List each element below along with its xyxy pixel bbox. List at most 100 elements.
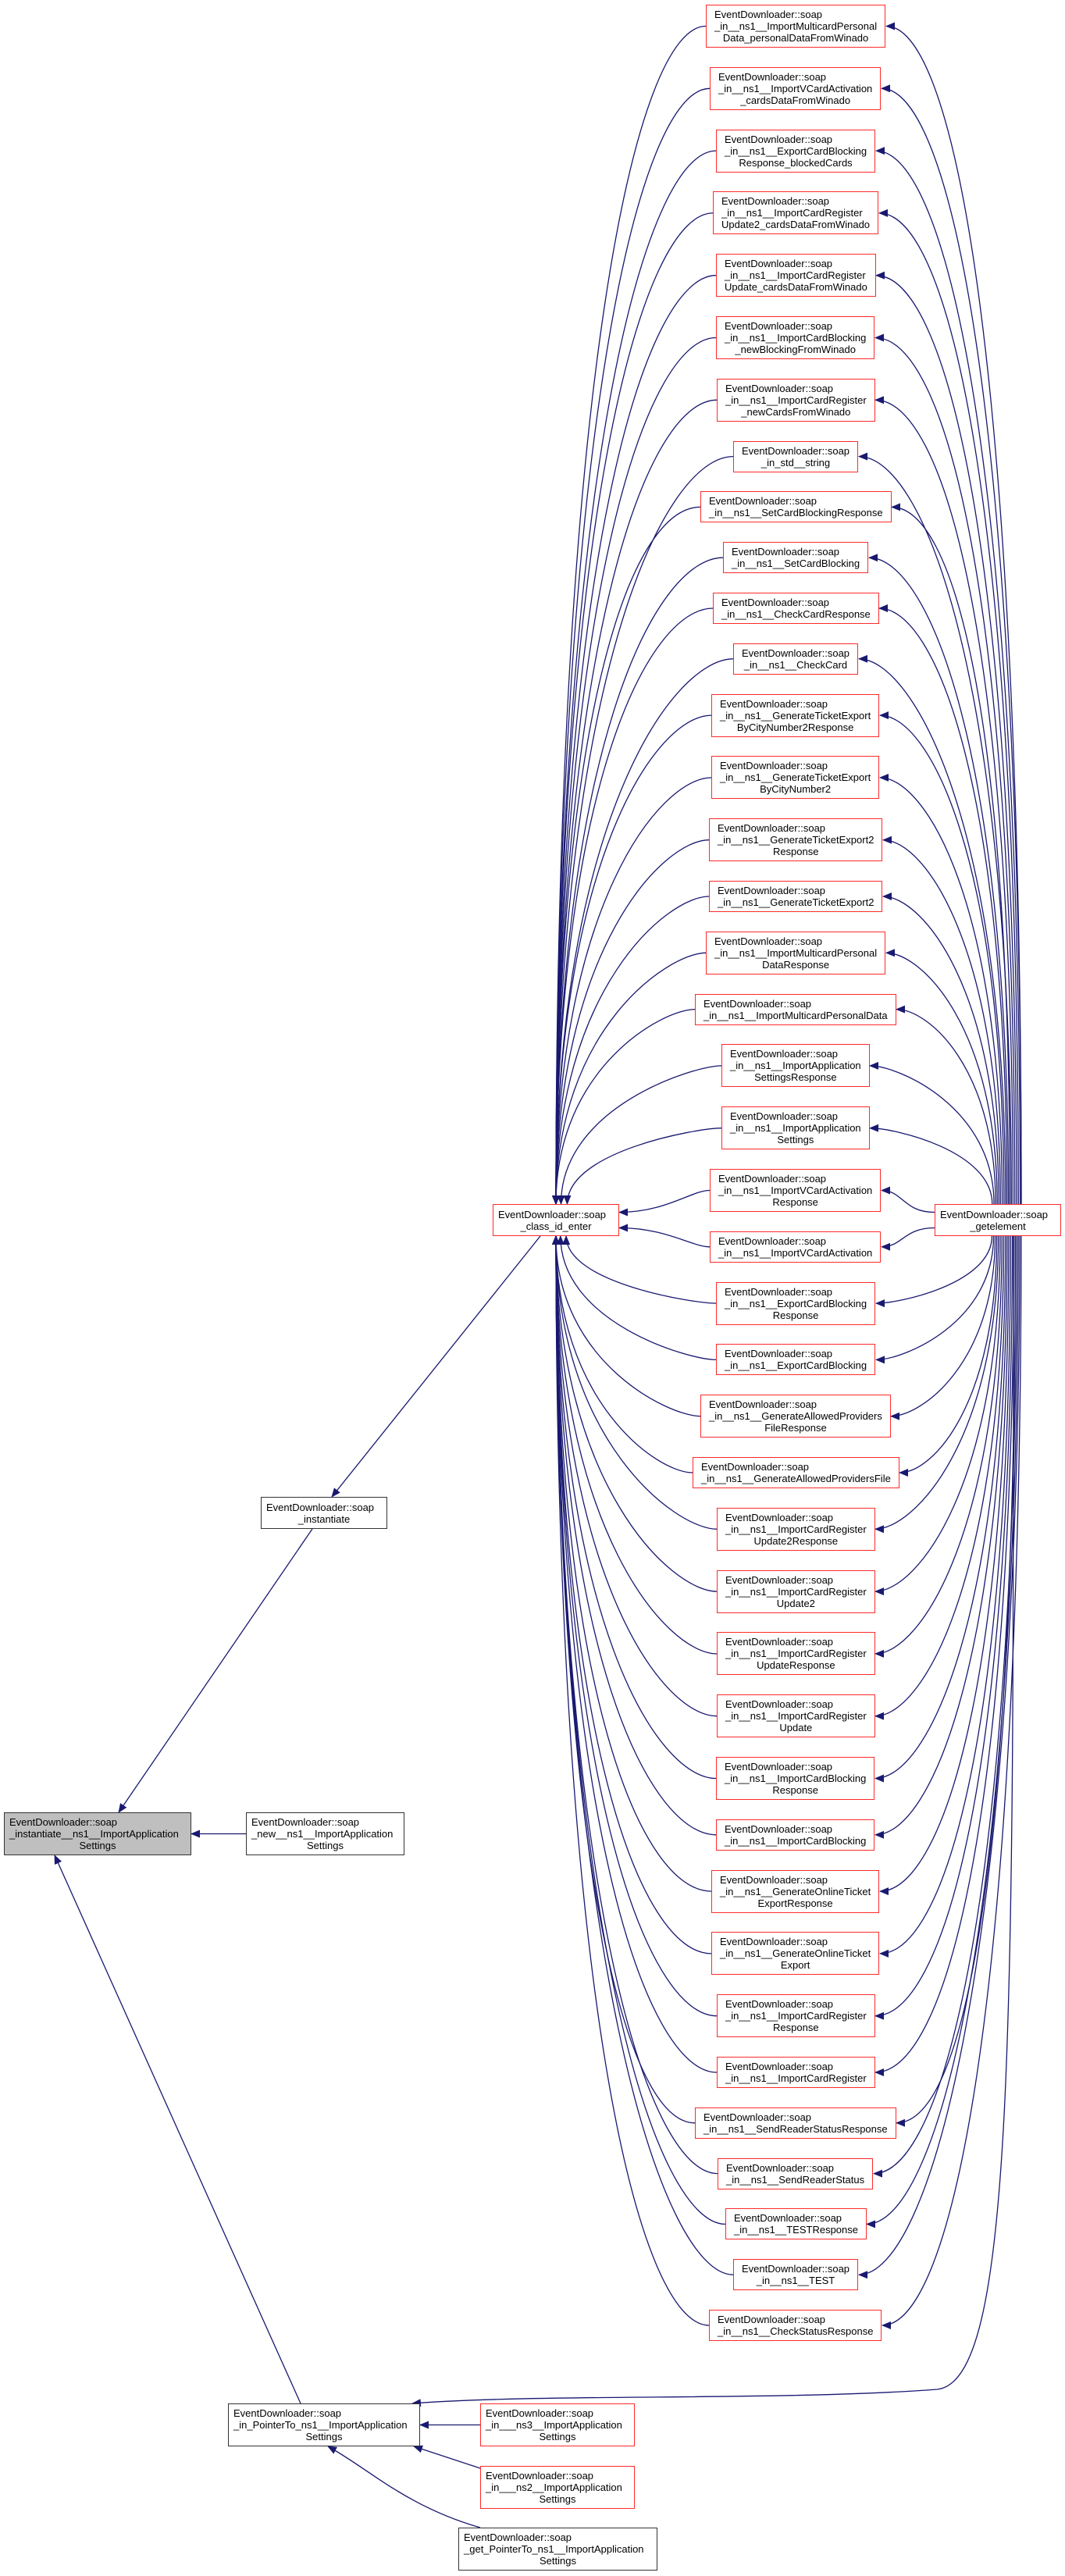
graph-node-column[interactable]: EventDownloader::soap_in__ns1__TESTRespo… xyxy=(725,2208,867,2240)
call-edge xyxy=(890,1235,996,1420)
call-edge xyxy=(552,337,717,1205)
graph-node-column[interactable]: EventDownloader::soap_in__ns1__ImportVCa… xyxy=(710,1231,882,1263)
call-edge xyxy=(881,1227,935,1251)
call-edge xyxy=(881,84,1022,1205)
graph-node-column[interactable]: EventDownloader::soap_in__ns1__GenerateO… xyxy=(711,1869,880,1913)
node-label-line: DataResponse xyxy=(762,958,830,971)
node-label-line: Settings xyxy=(539,2431,576,2442)
node-label-line: _getelement xyxy=(970,1220,1026,1232)
graph-node-new[interactable]: EventDownloader::soap_new__ns1__ImportAp… xyxy=(246,1812,404,1855)
graph-node-column[interactable]: EventDownloader::soap_in__ns1__SendReade… xyxy=(695,2107,896,2139)
node-label-line: _in__ns1__ExportCardBlocking xyxy=(725,144,867,157)
node-label-line: _in_std__string xyxy=(760,456,831,469)
graph-node-ns2[interactable]: EventDownloader::soap_in___ns2__ImportAp… xyxy=(480,2466,635,2509)
call-edge xyxy=(874,396,1014,1205)
node-label-line: EventDownloader::soap xyxy=(725,2061,834,2072)
graph-node-column[interactable]: EventDownloader::soap_in__ns1__SetCardBl… xyxy=(700,491,892,523)
graph-node-column[interactable]: EventDownloader::soap_in__ns1__ImportCar… xyxy=(716,1757,875,1800)
graph-node-inst[interactable]: EventDownloader::soap_instantiate xyxy=(261,1497,387,1529)
graph-node-cie[interactable]: EventDownloader::soap_class_id_enter xyxy=(493,1204,619,1236)
graph-node-getptr[interactable]: EventDownloader::soap_get_PointerTo_ns1_… xyxy=(458,2528,657,2571)
graph-node-column[interactable]: EventDownloader::soap_in__ns1__ExportCar… xyxy=(716,1281,876,1325)
call-edge xyxy=(881,1186,935,1213)
node-label-line: Update2 xyxy=(776,1597,815,1609)
graph-node-column[interactable]: EventDownloader::soap_in__ns1__GenerateT… xyxy=(711,756,880,800)
graph-node-column[interactable]: EventDownloader::soap_in__ns1__ImportCar… xyxy=(717,1694,875,1738)
graph-node-column[interactable]: EventDownloader::soap_in__ns1__ImportMul… xyxy=(706,5,886,48)
call-edge xyxy=(413,2445,481,2469)
node-label-line: EventDownloader::soap xyxy=(464,2531,572,2543)
graph-node-column[interactable]: EventDownloader::soap_in__ns1__CheckCard… xyxy=(713,593,879,624)
graph-node-column[interactable]: EventDownloader::soap_in__ns1__ExportCar… xyxy=(716,129,876,173)
node-label-line: EventDownloader::soap xyxy=(720,697,828,710)
graph-node-ptr[interactable]: EventDownloader::soap_in_PointerTo_ns1__… xyxy=(228,2403,420,2446)
node-label-line: Response xyxy=(772,1309,819,1321)
graph-node-column[interactable]: EventDownloader::soap_in__ns1__ImportApp… xyxy=(721,1044,870,1088)
call-edge xyxy=(552,455,734,1205)
node-label-line: Update2_cardsDataFromWinado xyxy=(721,219,871,231)
node-label-line: _in__ns1__ExportCardBlocking xyxy=(725,1359,867,1372)
graph-node-column[interactable]: EventDownloader::soap_in__ns1__ImportCar… xyxy=(717,2057,875,2088)
graph-node-column[interactable]: EventDownloader::soap_in__ns1__GenerateO… xyxy=(711,1932,880,1976)
call-edge xyxy=(882,836,1001,1205)
call-edge xyxy=(552,1235,718,1530)
call-edge xyxy=(552,87,711,1205)
node-label-line: EventDownloader::soap xyxy=(703,2111,812,2123)
node-label-line: Settings xyxy=(307,1840,344,1851)
graph-node-column[interactable]: EventDownloader::soap_in__ns1__ImportVCa… xyxy=(710,66,882,110)
node-label-line: _in__ns1__ImportMulticardPersonal xyxy=(714,946,878,959)
node-label-line: _in__ns1__SendReaderStatus xyxy=(726,2173,865,2186)
graph-node-column[interactable]: EventDownloader::soap_in__ns1__ImportCar… xyxy=(717,1632,875,1676)
call-edge xyxy=(552,1235,718,1592)
call-edge xyxy=(552,1235,718,2017)
node-label-line: EventDownloader::soap xyxy=(742,2263,850,2275)
graph-node-column[interactable]: EventDownloader::soap_in__ns1__ImportVCa… xyxy=(710,1169,882,1212)
node-label-line: Settings xyxy=(305,2431,343,2442)
graph-node-column[interactable]: EventDownloader::soap_in__ns1__ImportCar… xyxy=(717,378,875,422)
node-label-line: Settings xyxy=(79,1840,116,1851)
graph-node-column[interactable]: EventDownloader::soap_in__ns1__GenerateT… xyxy=(709,818,883,862)
graph-node-column[interactable]: EventDownloader::soap_in__ns1__ImportCar… xyxy=(716,1819,875,1851)
node-label-line: EventDownloader::soap xyxy=(730,1048,839,1060)
node-label-line: _in__ns1__ImportCardBlocking xyxy=(725,1834,867,1847)
call-edge xyxy=(552,1235,717,1780)
graph-node-column[interactable]: EventDownloader::soap_in__ns1__GenerateT… xyxy=(709,881,883,912)
node-label-line: EventDownloader::soap xyxy=(725,1822,833,1835)
node-label-line: _in__ns1__CheckStatusResponse xyxy=(718,2325,874,2337)
node-label-line: EventDownloader::soap xyxy=(732,546,840,558)
node-label-line: _newBlockingFromWinado xyxy=(735,344,856,355)
graph-node-column[interactable]: EventDownloader::soap_in__ns1__CheckCard xyxy=(733,643,859,675)
graph-node-column[interactable]: EventDownloader::soap_in__ns1__ImportCar… xyxy=(716,316,875,359)
graph-node-column[interactable]: EventDownloader::soap_in__ns1__ExportCar… xyxy=(716,1344,876,1376)
node-label-line: EventDownloader::soap xyxy=(720,760,828,772)
graph-node-column[interactable]: EventDownloader::soap_in__ns1__SetCardBl… xyxy=(723,542,869,574)
graph-node-column[interactable]: EventDownloader::soap_in__ns1__ImportMul… xyxy=(706,931,886,974)
node-label-line: EventDownloader::soap xyxy=(251,1816,360,1828)
graph-node-column[interactable]: EventDownloader::soap_in__ns1__ImportCar… xyxy=(717,1569,875,1613)
graph-node-column[interactable]: EventDownloader::soap_in__ns1__ImportMul… xyxy=(695,993,896,1025)
graph-node-column[interactable]: EventDownloader::soap_in__ns1__GenerateA… xyxy=(693,1457,899,1488)
graph-node-column[interactable]: EventDownloader::soap_in__ns1__GenerateT… xyxy=(711,693,880,737)
node-label-line: Response xyxy=(773,2022,819,2034)
call-edge xyxy=(874,1235,1013,2020)
graph-node-column[interactable]: EventDownloader::soap_in_std__string xyxy=(733,440,859,472)
graph-node-column[interactable]: EventDownloader::soap_in__ns1__TEST xyxy=(733,2259,859,2291)
graph-node-column[interactable]: EventDownloader::soap_in__ns1__SendReade… xyxy=(718,2157,874,2189)
node-label-line: Response xyxy=(772,1784,818,1796)
call-edge xyxy=(563,1128,722,1205)
graph-node-ge[interactable]: EventDownloader::soap_getelement xyxy=(935,1204,1061,1236)
graph-node-column[interactable]: EventDownloader::soap_in__ns1__ImportApp… xyxy=(721,1106,870,1150)
call-edge xyxy=(552,1008,696,1205)
graph-node-column[interactable]: EventDownloader::soap_in__ns1__CheckStat… xyxy=(709,2310,882,2341)
graph-node-column[interactable]: EventDownloader::soap_in__ns1__ImportCar… xyxy=(717,1507,875,1551)
node-label-line: _instantiate__ns1__ImportApplication xyxy=(9,1828,179,1840)
graph-node-column[interactable]: EventDownloader::soap_in__ns1__ImportCar… xyxy=(713,191,879,235)
call-edge xyxy=(878,604,1008,1205)
graph-node-column[interactable]: EventDownloader::soap_in__ns1__GenerateA… xyxy=(700,1395,891,1438)
node-label-line: EventDownloader::soap xyxy=(725,1698,834,1711)
graph-node-ns3[interactable]: EventDownloader::soap_in___ns3__ImportAp… xyxy=(480,2403,635,2446)
node-label-line: _new__ns1__ImportApplication xyxy=(251,1828,394,1840)
node-label-line: EventDownloader::soap xyxy=(720,1873,828,1886)
graph-node-column[interactable]: EventDownloader::soap_in__ns1__ImportCar… xyxy=(716,254,876,298)
graph-node-column[interactable]: EventDownloader::soap_in__ns1__ImportCar… xyxy=(717,1994,875,2038)
